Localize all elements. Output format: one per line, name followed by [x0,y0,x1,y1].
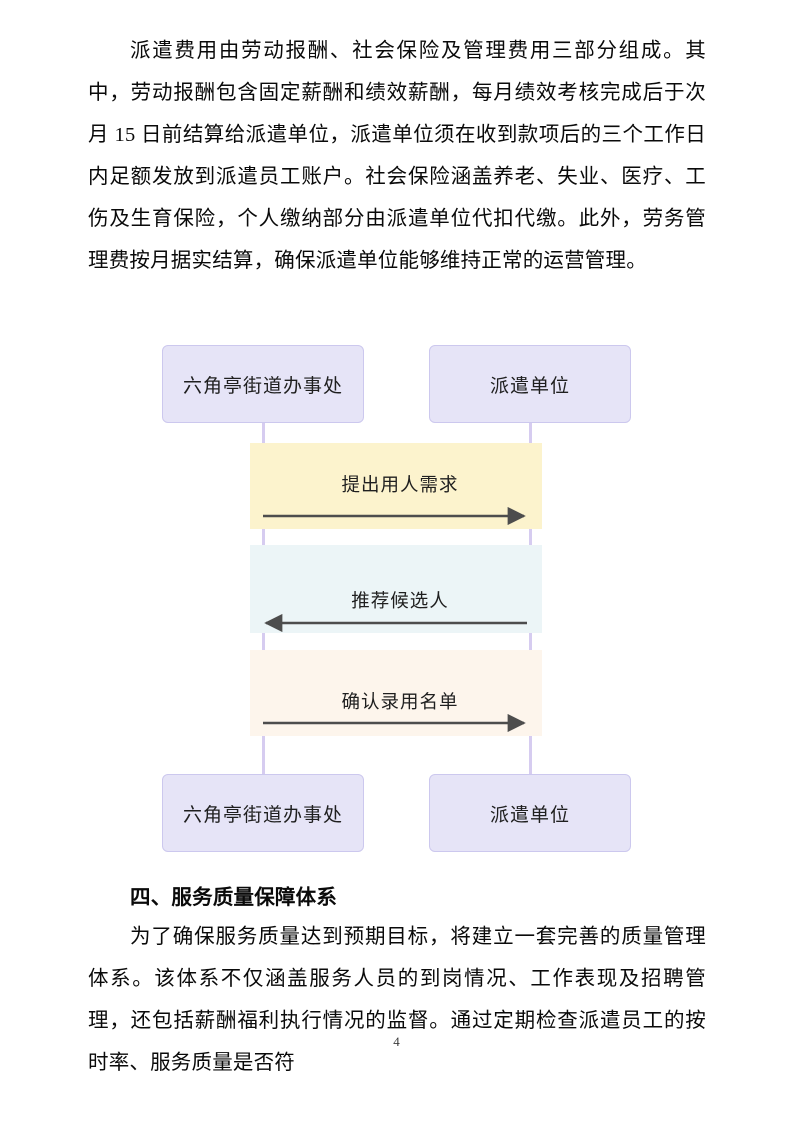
participant-label-office-bottom: 六角亭街道办事处 [182,803,343,826]
section-heading-block: 四、服务质量保障体系 [88,880,706,916]
participant-label-dispatch-top: 派遣单位 [489,374,570,397]
paragraph-block-bottom: 为了确保服务质量达到预期目标，将建立一套完善的质量管理体系。该体系不仅涵盖服务人… [88,916,706,1084]
message-band-1 [250,443,542,529]
message-label-2: 推荐候选人 [351,591,449,612]
paragraph-dispatch-fee: 派遣费用由劳动报酬、社会保险及管理费用三部分组成。其中，劳动报酬包含固定薪酬和绩… [88,40,706,272]
participant-box-office-bottom: 六角亭街道办事处 [162,774,364,852]
participant-label-dispatch-bottom: 派遣单位 [489,803,570,826]
message-band-2 [250,545,542,633]
paragraph-block-top: 派遣费用由劳动报酬、社会保险及管理费用三部分组成。其中，劳动报酬包含固定薪酬和绩… [88,30,706,282]
participant-box-dispatch-bottom: 派遣单位 [429,774,631,852]
participant-label-office-top: 六角亭街道办事处 [182,374,343,397]
participant-box-office-top: 六角亭街道办事处 [162,345,364,423]
heading-service-quality: 四、服务质量保障体系 [130,887,338,909]
message-label-1: 提出用人需求 [341,475,459,496]
participant-box-dispatch-top: 派遣单位 [429,345,631,423]
page-number: 4 [393,1034,400,1049]
sequence-diagram: 六角亭街道办事处 派遣单位 六角亭街道办事处 派遣单位 [140,332,660,872]
paragraph-quality-system: 为了确保服务质量达到预期目标，将建立一套完善的质量管理体系。该体系不仅涵盖服务人… [88,926,706,1074]
message-band-3 [250,650,542,736]
message-label-3: 确认录用名单 [341,692,459,713]
